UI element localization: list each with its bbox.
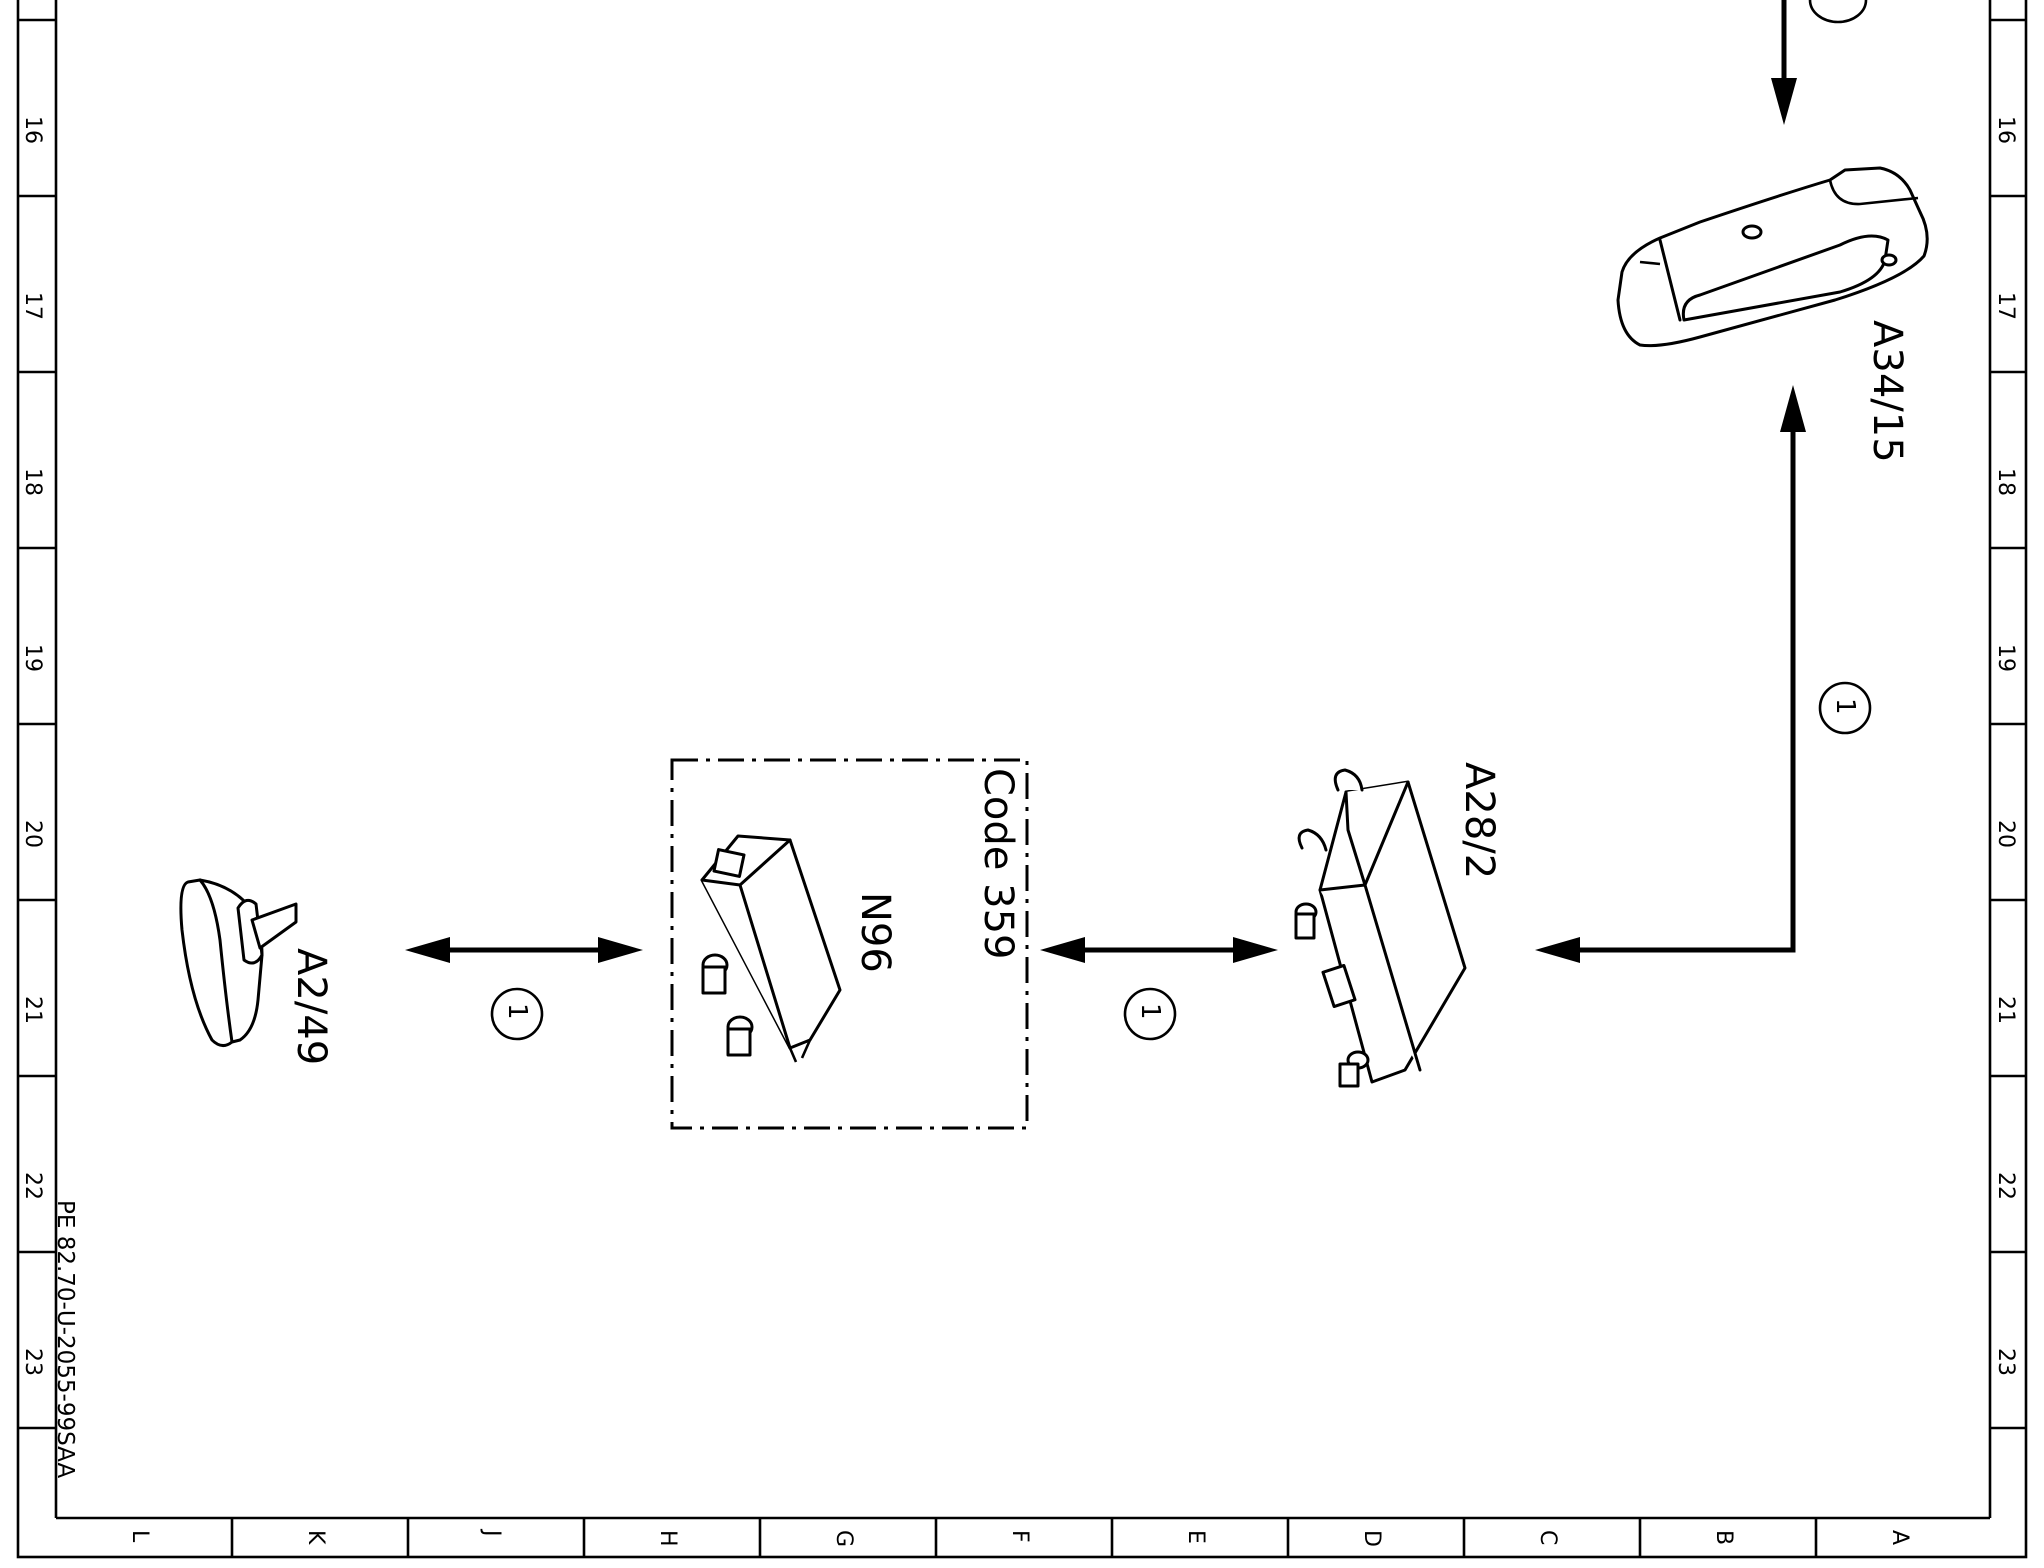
callout-number: 1 [1830, 698, 1860, 715]
option-code-box [670, 758, 1029, 1130]
row-label: 22 [20, 1172, 45, 1200]
column-label: L [127, 1530, 152, 1543]
callout-number: 1 [1135, 1003, 1165, 1020]
drawing-frame [16, 0, 2028, 1559]
row-label: 23 [1993, 1348, 2018, 1376]
antenna-label: A2/49 [288, 948, 334, 1065]
connection-a28-a34 [1535, 385, 1872, 963]
control-module-icon [1294, 768, 1467, 1088]
row-label: 21 [20, 996, 45, 1024]
column-label: K [303, 1530, 328, 1545]
tuner-module-icon [700, 834, 842, 1063]
column-labels: L K J H G F E D C B A [127, 1528, 1912, 1547]
column-label: D [1359, 1530, 1384, 1547]
column-label: B [1711, 1530, 1736, 1545]
callout-number: 1 [502, 1003, 532, 1020]
column-label: E [1183, 1530, 1208, 1544]
row-labels-left: 16 17 18 19 20 21 22 23 [20, 116, 45, 1376]
drawing-number: PE 82.70-U-2055-99SAA [52, 1200, 78, 1478]
top-feed-connector [1771, 0, 1868, 125]
row-label: 17 [20, 292, 45, 320]
row-labels-right: 16 17 18 19 20 21 22 23 [1993, 116, 2018, 1376]
tuner-label: N96 [852, 892, 898, 973]
column-label: F [1007, 1530, 1032, 1543]
row-label: 19 [1993, 644, 2018, 672]
row-label: 19 [20, 644, 45, 672]
connection-a2-n96 [405, 937, 643, 1041]
column-label: G [831, 1530, 856, 1547]
row-label: 17 [1993, 292, 2018, 320]
telephone-handset-icon [1616, 166, 1929, 348]
column-label: C [1535, 1530, 1560, 1545]
row-label: 18 [1993, 468, 2018, 496]
column-label: A [1887, 1530, 1912, 1545]
roof-antenna-icon [179, 878, 298, 1047]
column-label: J [479, 1528, 504, 1537]
row-label: 16 [1993, 116, 2018, 144]
row-label: 23 [20, 1348, 45, 1376]
row-label: 20 [1993, 820, 2018, 848]
column-label: H [655, 1530, 680, 1547]
row-label: 20 [20, 820, 45, 848]
row-label: 22 [1993, 1172, 2018, 1200]
connection-n96-a28 [1040, 937, 1278, 1041]
row-label: 21 [1993, 996, 2018, 1024]
option-code-label: Code 359 [975, 768, 1021, 959]
handset-label: A34/15 [1864, 320, 1910, 463]
row-label: 16 [20, 116, 45, 144]
control-unit-label: A28/2 [1456, 762, 1502, 879]
row-label: 18 [20, 468, 45, 496]
